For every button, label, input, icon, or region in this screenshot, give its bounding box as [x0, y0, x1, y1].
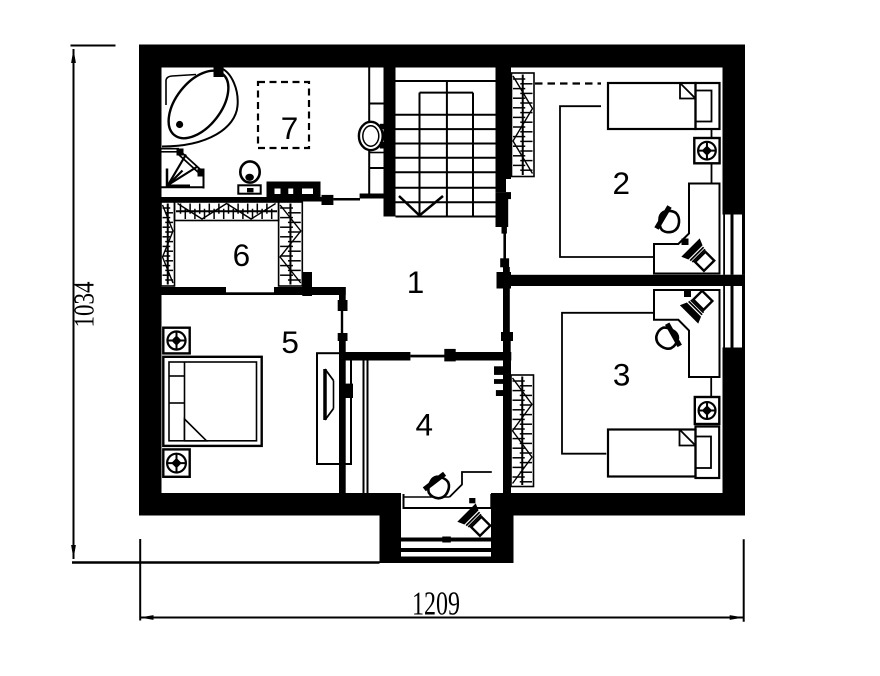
- svg-text:7: 7: [281, 110, 299, 146]
- svg-text:1209: 1209: [412, 586, 460, 623]
- svg-text:4: 4: [416, 407, 434, 443]
- svg-text:2: 2: [613, 165, 631, 201]
- svg-text:1: 1: [407, 264, 425, 300]
- svg-text:6: 6: [233, 237, 251, 273]
- svg-text:5: 5: [281, 324, 299, 360]
- svg-text:3: 3: [613, 357, 631, 393]
- svg-text:1034: 1034: [70, 282, 101, 328]
